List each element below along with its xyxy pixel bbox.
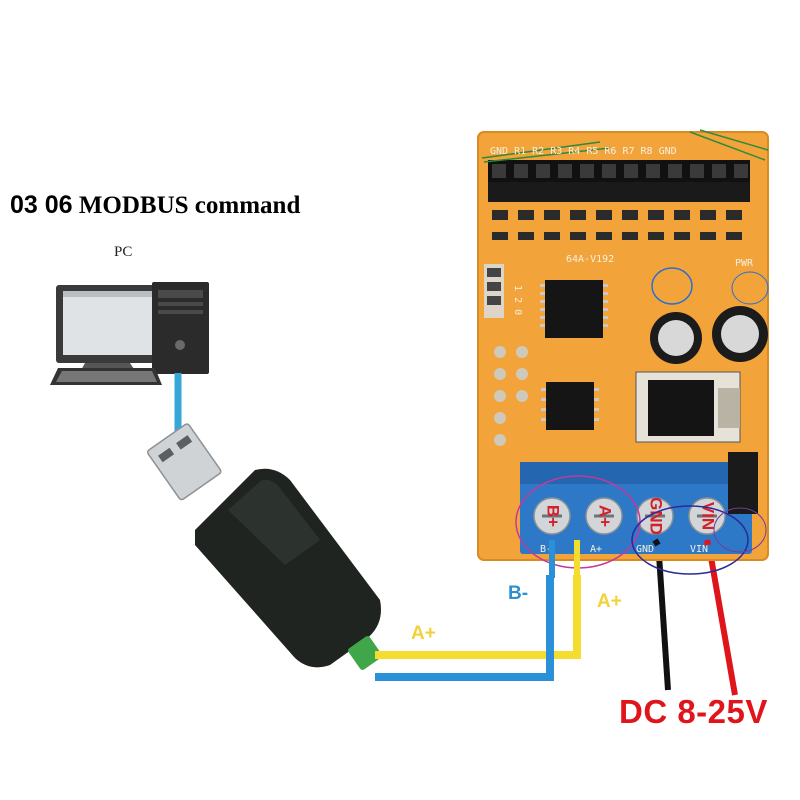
silk-b-minus: B- — [540, 544, 552, 555]
command-text: MODBUS command — [78, 192, 301, 219]
data-wire-a-plus — [375, 575, 581, 659]
data-wire-b-minus — [375, 575, 554, 681]
wire-label-a-plus-lower: A+ — [411, 623, 436, 644]
pc-label: PC — [114, 244, 133, 260]
pwr-silkscreen: PWR — [735, 258, 754, 269]
port-silkscreen: 1 2 0 — [512, 285, 523, 315]
wire-label-a-plus: A+ — [597, 591, 622, 612]
controller-board: GND R1 R2 R3 R4 R5 R6 R7 R8 GND 64A-V192… — [477, 129, 769, 575]
usb-rs485-adapter — [147, 423, 382, 670]
page-title: 03 06 MODBUS command — [10, 191, 300, 220]
terminal-label-b-plus: B+ — [544, 505, 563, 527]
silk-a-plus: A+ — [590, 544, 602, 555]
command-code: 03 06 — [10, 191, 73, 219]
terminal-label-a-plus: A+ — [596, 505, 615, 527]
pc-computer-icon — [50, 282, 209, 385]
power-wire-gnd — [655, 539, 671, 691]
terminal-block — [520, 462, 752, 554]
power-supply-label: DC 8-25V — [619, 693, 768, 730]
silk-vin: VIN — [690, 544, 708, 555]
wire-label-b-minus: B- — [508, 583, 529, 604]
header-silkscreen: GND R1 R2 R3 R4 R5 R6 R7 R8 GND — [490, 146, 677, 157]
model-silkscreen: 64A-V192 — [566, 254, 614, 265]
terminal-label-gnd: GND — [647, 497, 666, 535]
pin-header — [481, 129, 769, 202]
power-wire-vin — [705, 539, 738, 696]
silk-gnd: GND — [636, 544, 654, 555]
